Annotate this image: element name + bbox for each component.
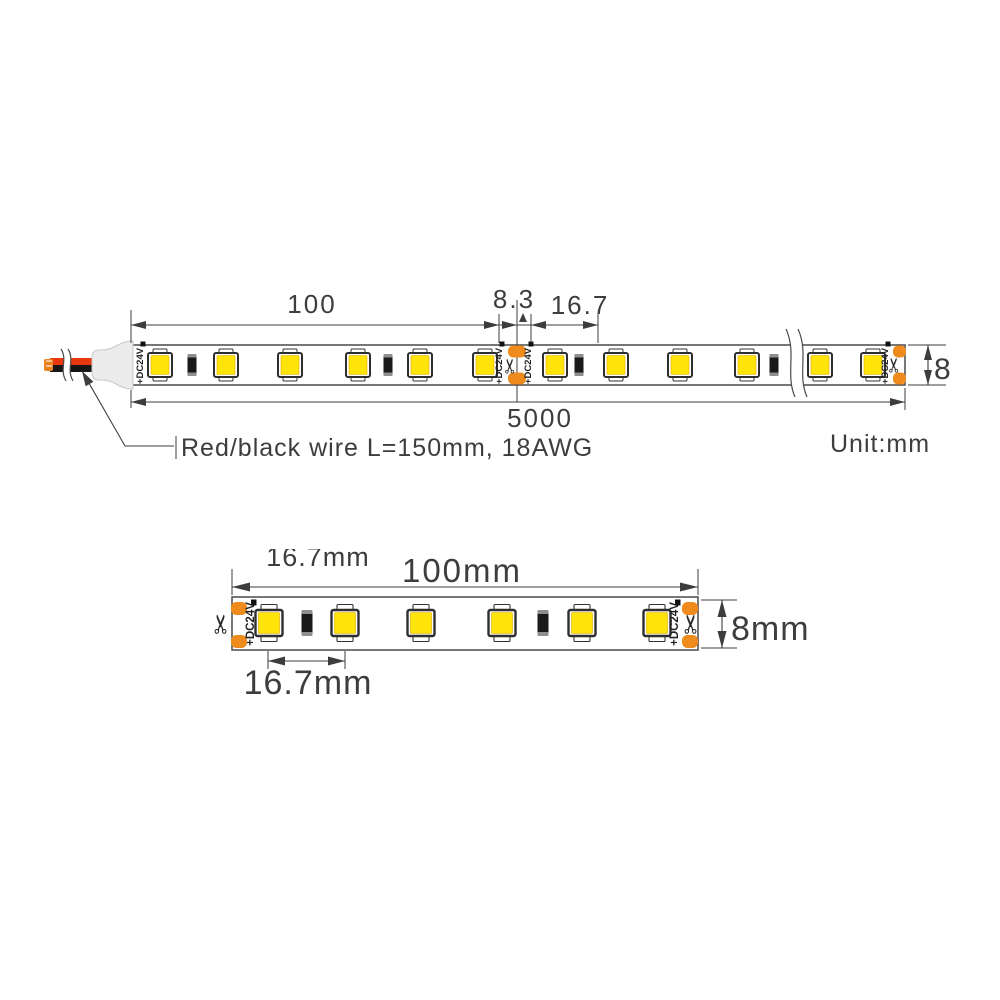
led-smd (330, 603, 360, 643)
dim-label-100mm: 100mm (402, 552, 522, 589)
wire-callout: Red/black wire L=150mm, 18AWG (81, 370, 593, 462)
led-smd (345, 348, 371, 382)
voltage-marking-start: +DC24V (135, 341, 146, 384)
end-cap-connector (91, 340, 134, 390)
top-view: +DC24V ✂ +DC24V +DC24V +DC24V ✂ (44, 284, 951, 462)
led-smd (213, 348, 239, 382)
polarity-mark (140, 341, 146, 347)
resistor (769, 354, 779, 376)
resistor (383, 354, 393, 376)
dim-strip-width: 8mm (701, 599, 810, 649)
resistor (187, 354, 197, 376)
led-smd (406, 603, 436, 643)
wire-red (50, 358, 104, 365)
cut-point: ✂ +DC24V +DC24V (494, 300, 534, 402)
dim-label-8mm: 8mm (731, 610, 810, 648)
solder-pad (508, 372, 526, 385)
led-smd (734, 348, 760, 382)
voltage-label: +DC24V (494, 347, 505, 384)
led-smd (407, 348, 433, 382)
wire-black (50, 365, 104, 372)
polarity-mark (885, 341, 891, 347)
voltage-label: +DC24V (523, 347, 534, 384)
led-smd (487, 603, 517, 643)
dim-label-100: 100 (287, 289, 336, 319)
resistor (537, 610, 549, 636)
voltage-label: +DC24V (880, 347, 891, 384)
polarity-mark (499, 341, 505, 347)
voltage-label: +DC24V (135, 347, 146, 384)
wire-callout-label: Red/black wire L=150mm, 18AWG (181, 434, 593, 462)
led-smd (254, 603, 284, 643)
dim-label-16-7: 16.7 (551, 290, 610, 320)
wire-break-icon (60, 348, 74, 382)
dim-label-8-3: 8.3 (493, 284, 535, 314)
solder-pad (893, 372, 906, 385)
polarity-mark (251, 599, 257, 606)
dim-led-pitch-clipped: 16.7mm (248, 530, 398, 572)
led-smd (567, 603, 597, 643)
dim-led-pitch: 16.7mm (244, 651, 373, 702)
voltage-label: +DC24V (669, 602, 681, 646)
dim-label-5000: 5000 (507, 403, 573, 433)
crop-mask (248, 530, 398, 549)
solder-pad (682, 602, 698, 615)
voltage-label: +DC24V (245, 602, 257, 646)
scissors-icon: ✂ (882, 357, 906, 374)
dim-label-8: 8 (934, 353, 951, 386)
dim-group-length: 100mm (231, 552, 699, 595)
led-smd (147, 348, 173, 382)
resistor (301, 610, 313, 636)
strip-end: +DC24V ✂ (880, 341, 906, 385)
led-smd (667, 348, 693, 382)
dim-led-pitch: 16.7 (551, 290, 610, 343)
solder-pad (231, 602, 247, 615)
scissors-icon: ✂ (207, 613, 237, 635)
solder-pad (231, 635, 247, 648)
scissors-icon: ✂ (677, 613, 707, 635)
polarity-mark (528, 341, 534, 347)
led-smd (642, 603, 672, 643)
dim-total-length: 5000 (130, 388, 906, 433)
dim-label-16-7mm: 16.7mm (244, 664, 373, 702)
strip-right-end: +DC24V ✂ (669, 599, 707, 648)
strip-break-icon (785, 328, 808, 398)
led-smd (277, 348, 303, 382)
led-smd (807, 348, 833, 382)
dim-cut-section: 8.3 (484, 284, 546, 343)
led-smd (603, 348, 629, 382)
unit-label: Unit:mm (830, 430, 930, 458)
solder-pad (508, 345, 526, 358)
solder-pad (893, 345, 906, 358)
polarity-mark (675, 599, 681, 606)
strip-left-end: ✂ +DC24V (207, 599, 257, 648)
wire-copper-tip (44, 359, 53, 371)
dim-strip-width: 8 (908, 344, 951, 386)
detail-view: ✂ +DC24V +DC24V ✂ 16.7mm (207, 530, 810, 702)
resistor (574, 354, 584, 376)
solder-pad (682, 635, 698, 648)
power-wire (44, 348, 104, 382)
scissors-icon: ✂ (498, 358, 522, 375)
dim-group-length: 100 (130, 289, 598, 343)
led-smd (542, 348, 568, 382)
